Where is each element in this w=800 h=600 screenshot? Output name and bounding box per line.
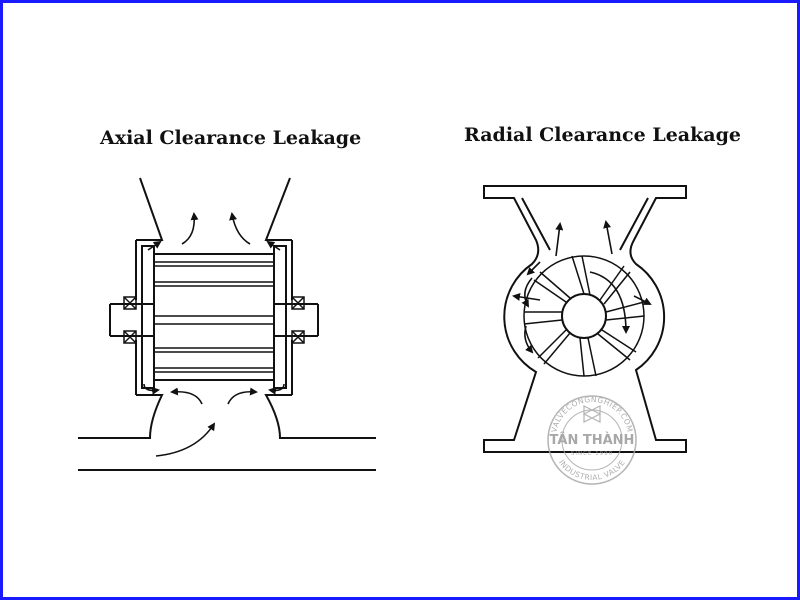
axial-end-plate-left [141,245,155,389]
axial-bearing-right [291,296,305,344]
axial-inlet-left-wall [136,177,164,241]
radial-throat-left [521,197,551,251]
axial-rotor-vanes [154,261,274,373]
watermark-ring-outer [547,395,637,485]
axial-diagram [78,177,376,471]
axial-leakage-arrows [143,212,285,457]
watermark-tagline: SINCE 1990 [571,451,613,457]
axial-rotor [153,253,275,381]
axial-outlet-left-wall [78,394,164,439]
watermark-logo: VALVECONGNGHIEP.COM TÂN THÀNH SINCE 1990… [547,395,637,485]
radial-throat-right [619,197,649,251]
radial-rotor-hub [561,293,607,339]
watermark-valve-icon [582,405,602,423]
radial-diagram-title: Radial Clearance Leakage [464,124,741,146]
axial-bearing-left [123,296,137,344]
watermark-arc-top: VALVECONGNGHIEP.COM [549,395,634,433]
radial-leakage-arrows [512,220,652,354]
axial-end-plate-right [273,245,287,389]
axial-diagram-title: Axial Clearance Leakage [100,127,362,149]
radial-body-outline [483,185,687,453]
axial-inlet-right-wall [264,177,292,241]
radial-diagram [483,185,687,453]
watermark-brand: TÂN THÀNH [550,432,635,448]
axial-outlet-right-wall [264,394,376,439]
